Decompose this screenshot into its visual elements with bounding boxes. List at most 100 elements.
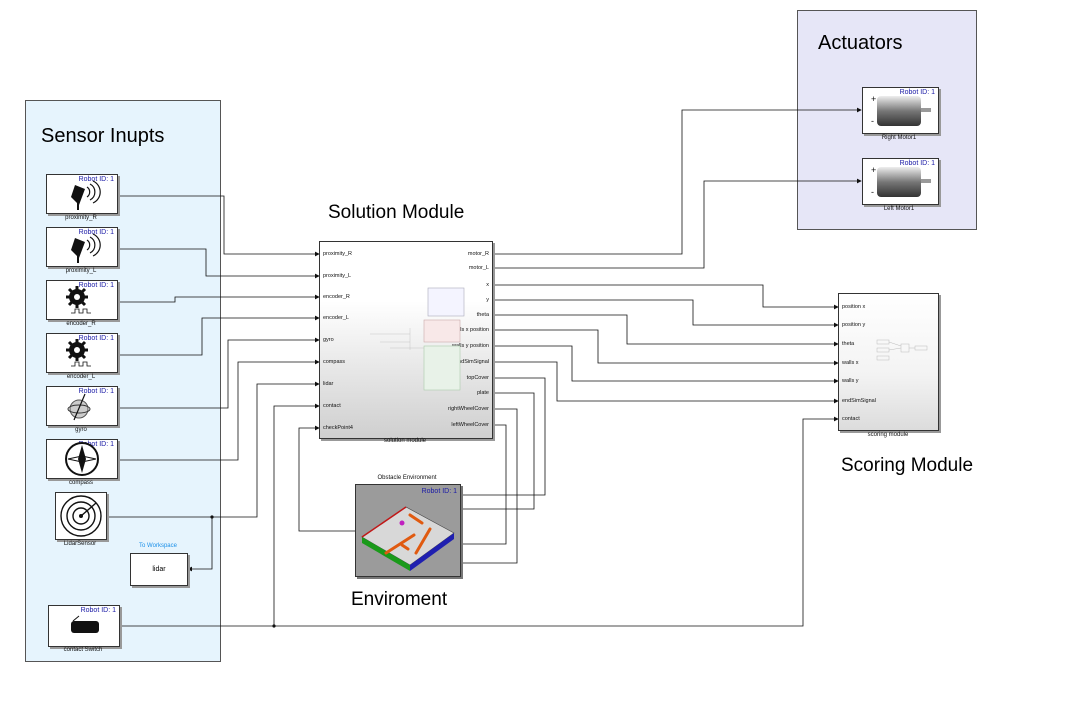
robot-id-label: Robot ID: 1 — [421, 488, 457, 495]
proximity-sensor-icon — [71, 233, 101, 263]
environment-caption: Obstacle Environment — [377, 475, 437, 481]
robot-id-label: Robot ID: 1 — [899, 160, 935, 167]
maze-3d-icon — [361, 506, 455, 571]
wire-motor-l — [491, 178, 862, 269]
robot-id-label: Robot ID: 1 — [78, 388, 114, 395]
wire-left-wheel — [458, 424, 507, 547]
port-out-motor-r: motor_R — [467, 251, 489, 257]
dc-motor-icon: +- — [871, 165, 931, 197]
wire-encoder-l — [117, 315, 320, 356]
robot-id-label: Robot ID: 1 — [78, 229, 114, 236]
port-in-position-y: position y — [842, 322, 866, 328]
encoder-r-label: encoder_R — [66, 321, 96, 327]
right-motor-label: Right Motor1 — [881, 135, 917, 141]
scoring-module-block[interactable]: position x position y theta walls x wall… — [838, 293, 939, 431]
robot-id-label: Robot ID: 1 — [80, 607, 116, 614]
port-in-proximity-l: proximity_L — [323, 273, 352, 279]
lidar-block[interactable] — [55, 492, 107, 540]
port-in-contact: contact — [323, 403, 341, 409]
port-out-x: x — [486, 282, 489, 288]
port-in-encoder-r: encoder_R — [323, 294, 350, 300]
to-workspace-block[interactable]: lidar — [130, 553, 188, 586]
encoder-l-label: encoder_L — [66, 374, 96, 380]
lidar-label: LidarSensor — [63, 541, 97, 547]
wire-proximity-l — [117, 248, 320, 279]
scoring-module-caption: scoring module — [867, 432, 909, 438]
gyroscope-icon — [67, 393, 91, 421]
scoring-module-title: Scoring Module — [841, 455, 974, 476]
port-in-lidar: lidar — [323, 381, 334, 387]
port-out-y: y — [486, 297, 489, 303]
wire-walls-y — [491, 345, 839, 384]
solution-internal-preview — [370, 287, 465, 391]
proximity-sensor-icon — [71, 180, 101, 210]
svg-text:+: + — [871, 94, 876, 104]
robot-id-label: Robot ID: 1 — [899, 89, 935, 96]
wire-encoder-r — [117, 294, 320, 303]
wire-checkpoint — [298, 425, 355, 532]
wire-contact-solution — [273, 403, 320, 626]
contact-switch-icon — [71, 615, 99, 633]
compass-block[interactable]: Robot ID: 1 — [46, 439, 118, 479]
svg-text:+: + — [871, 165, 876, 175]
proximity-r-label: proximity_R — [65, 215, 97, 221]
port-out-topcover: topCover — [466, 375, 489, 381]
to-workspace-caption: To Workspace — [139, 543, 177, 549]
solution-module-title: Solution Module — [328, 202, 465, 223]
compass-icon — [65, 442, 99, 476]
obstacle-environment-block[interactable]: Robot ID: 1 — [355, 484, 461, 577]
port-in-walls-x: walls x — [842, 360, 859, 366]
compass-label: compass — [68, 480, 94, 486]
port-in-encoder-l: encoder_L — [323, 315, 349, 321]
port-in-proximity-r: proximity_R — [323, 251, 353, 257]
wire-x — [491, 284, 839, 310]
wire-motor-r — [491, 107, 862, 255]
port-out-theta: theta — [476, 312, 489, 318]
actuators-title: Actuators — [818, 32, 903, 54]
wire-right-wheel — [458, 408, 518, 566]
robot-id-label: Robot ID: 1 — [78, 282, 114, 289]
gyro-label: gyro — [75, 427, 87, 433]
solution-module-caption: solution module — [383, 438, 427, 444]
sensor-inputs-title: Sensor Inupts — [41, 125, 165, 147]
encoder-gear-icon — [66, 339, 91, 367]
port-in-theta: theta — [842, 341, 855, 347]
wire-gyro — [117, 337, 320, 409]
port-in-compass: compass — [323, 359, 346, 365]
robot-id-label: Robot ID: 1 — [78, 441, 114, 448]
contact-switch-block[interactable]: Robot ID: 1 — [48, 605, 120, 647]
encoder-gear-icon — [66, 286, 91, 314]
wire-proximity-r — [117, 195, 320, 257]
wire-compass — [117, 359, 320, 461]
port-in-endsim: endSimSignal — [842, 398, 876, 404]
gyro-block[interactable]: Robot ID: 1 — [46, 386, 118, 426]
right-motor-block[interactable]: Robot ID: 1 +- — [862, 87, 939, 134]
wire-y — [491, 299, 839, 328]
robot-id-label: Robot ID: 1 — [78, 176, 114, 183]
port-out-endsim: endSimSignal — [455, 359, 489, 365]
environment-title: Enviroment — [351, 589, 448, 610]
port-in-walls-y: walls y — [842, 378, 859, 384]
lidar-radar-icon — [60, 495, 102, 537]
proximity-r-block[interactable]: Robot ID: 1 — [46, 174, 118, 214]
wire-endsim — [491, 361, 839, 404]
svg-text:-: - — [871, 187, 874, 197]
wire-lidar — [106, 381, 320, 518]
port-in-gyro: gyro — [323, 337, 334, 343]
wire-walls-x — [491, 329, 839, 366]
encoder-r-block[interactable]: Robot ID: 1 — [46, 280, 118, 320]
solution-module-block[interactable]: proximity_R proximity_L encoder_R encode… — [319, 241, 493, 439]
proximity-l-label: proximity_L — [65, 268, 97, 274]
port-in-checkpoint4: checkPoint4 — [323, 425, 353, 431]
wire-plate — [458, 392, 535, 512]
wire-contact — [119, 416, 839, 627]
port-out-right-wheel: rightWheelCover — [448, 406, 489, 412]
encoder-l-block[interactable]: Robot ID: 1 — [46, 333, 118, 373]
robot-id-label: Robot ID: 1 — [78, 335, 114, 342]
left-motor-block[interactable]: Robot ID: 1 +- — [862, 158, 939, 205]
wire-topcover — [458, 377, 546, 498]
proximity-l-block[interactable]: Robot ID: 1 — [46, 227, 118, 267]
wire-theta — [491, 314, 839, 347]
port-out-plate: plate — [477, 390, 489, 396]
